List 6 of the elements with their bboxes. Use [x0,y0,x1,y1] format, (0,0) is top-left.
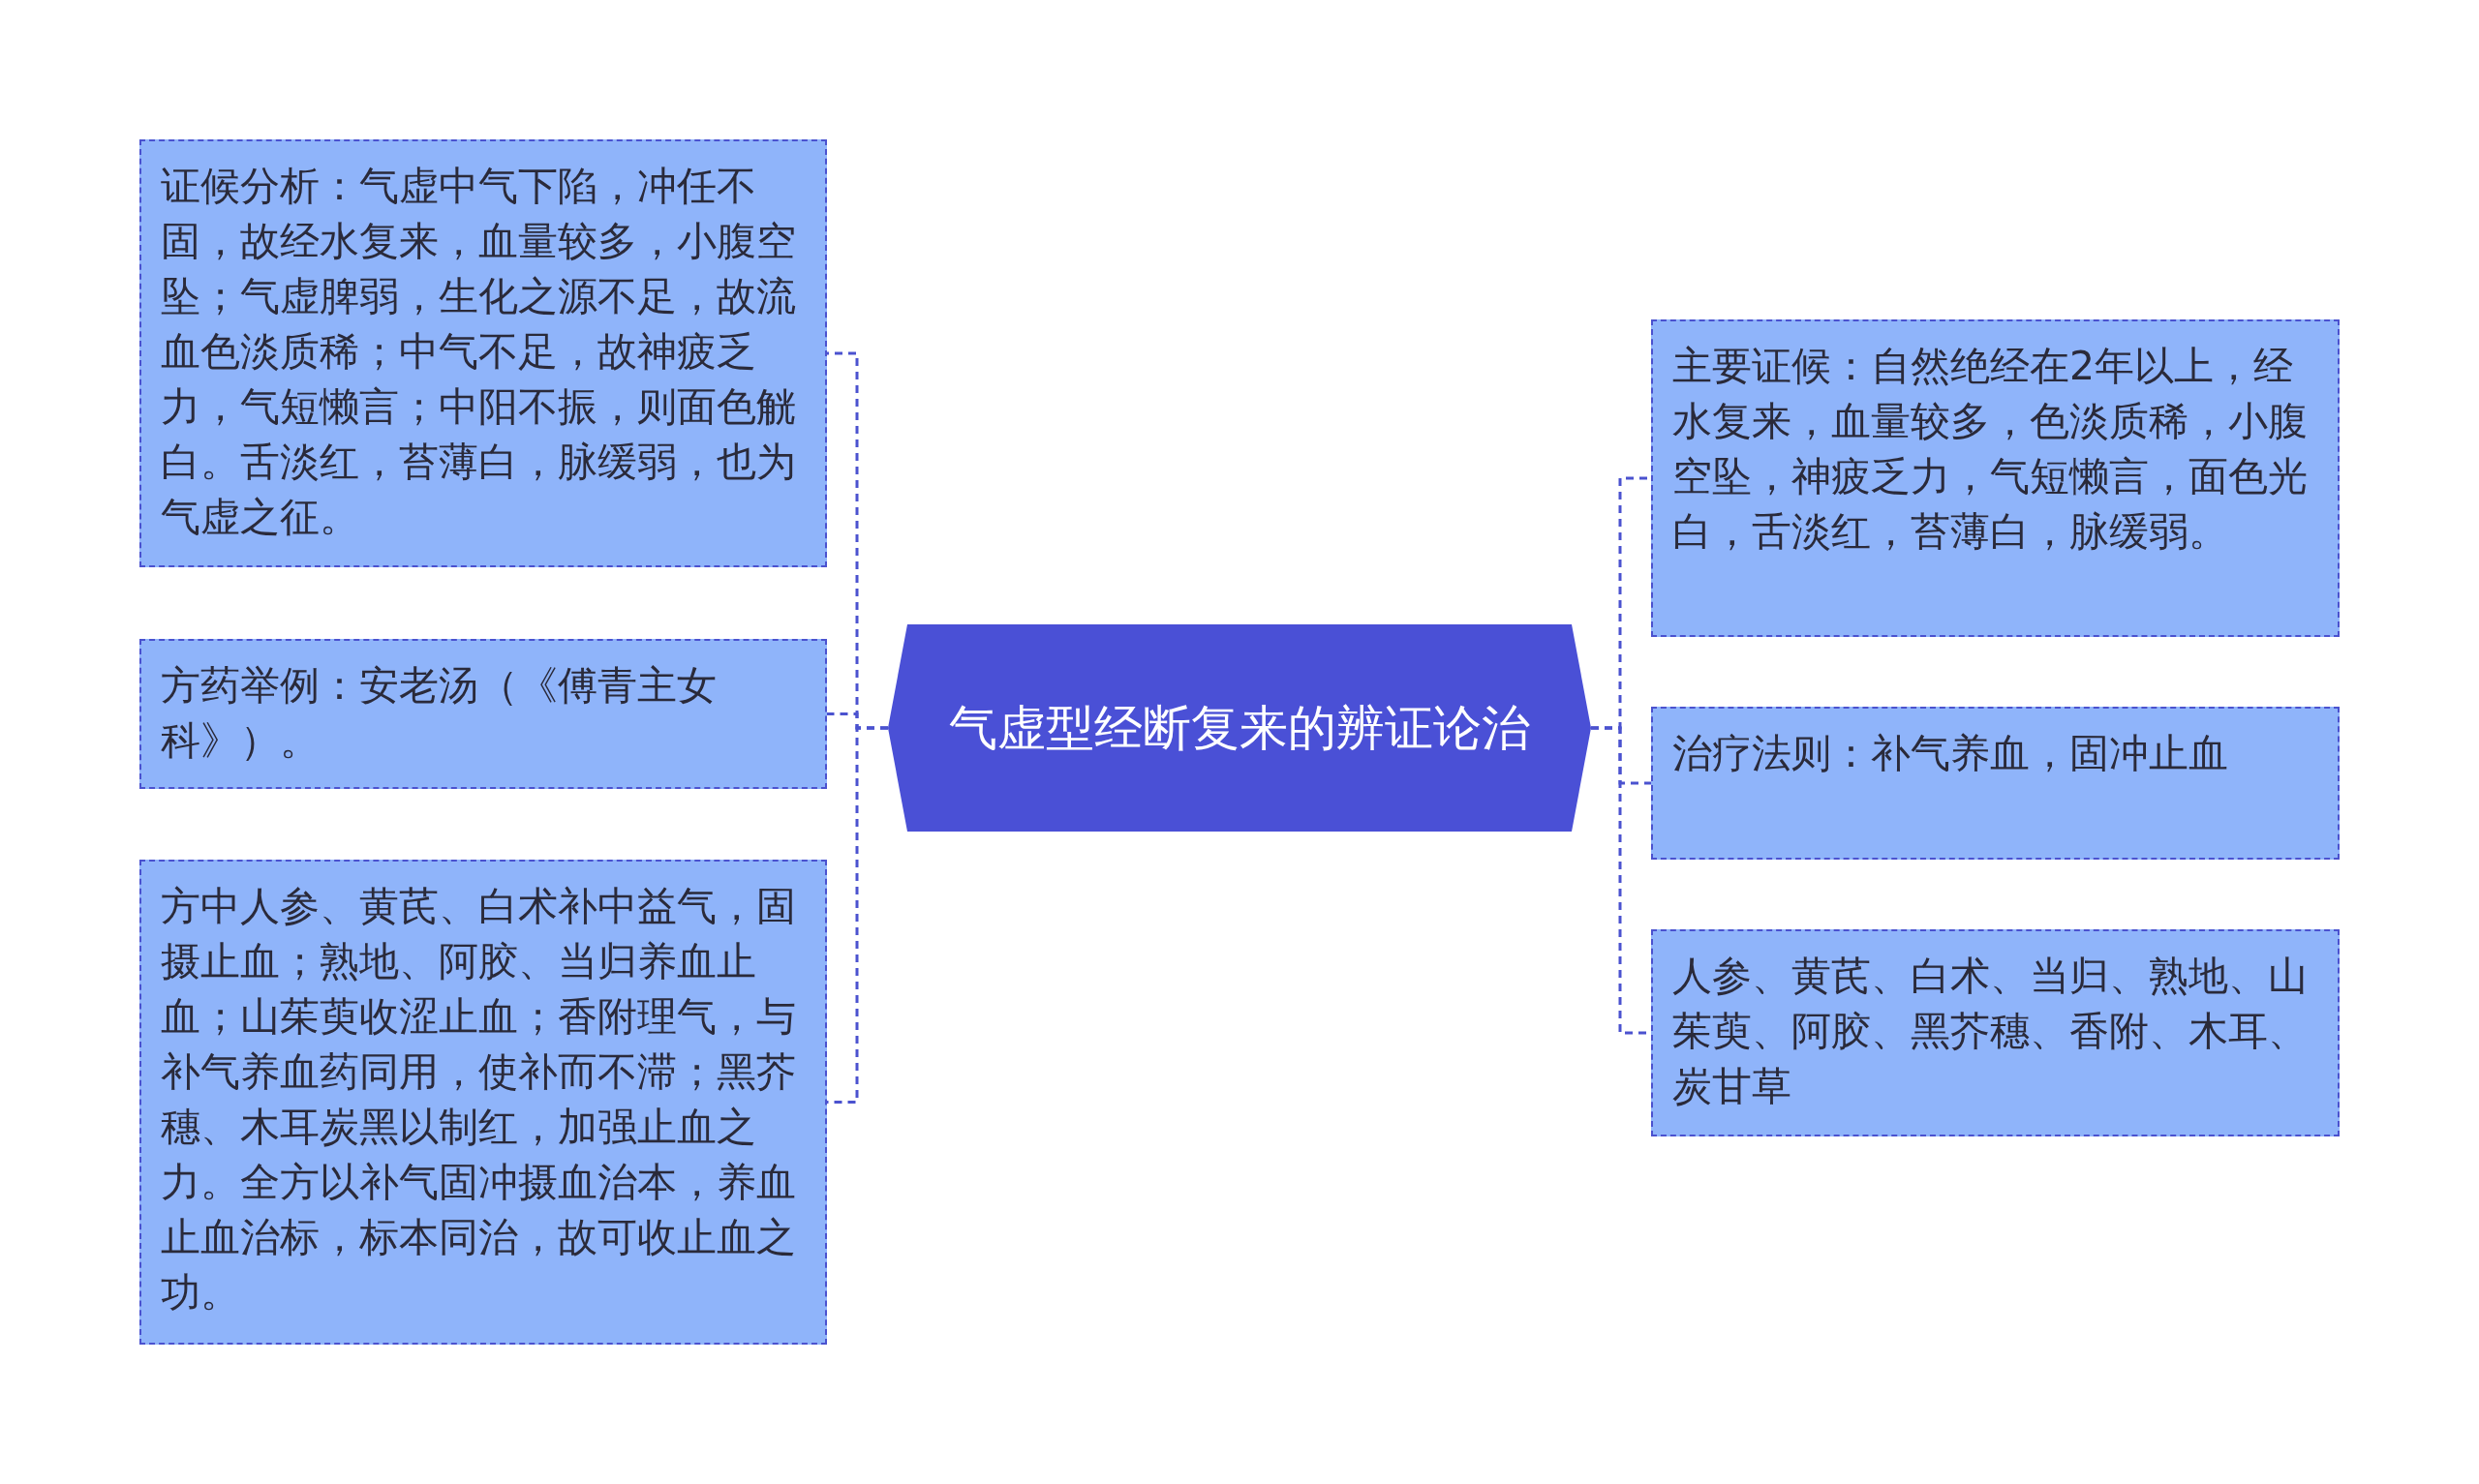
text-box: 人参、黄芪、白术、当归、熟地、山茱萸、阿胶、黑芥穗、香附、木耳、炭甘草 [1651,929,2340,1136]
text-box: 方中人参、黄芪、白术补中益气，固摄止血；熟地、阿胶、当归养血止血；山茱萸收涩止血；香附理气，与补气养血药同用，使补而不滞；黑芥穗、木耳炭黑以制红，加强止血之力。全方以补气固冲摄血治本，养血止血治标，标本同治，故可收止血之功。 [139,860,827,1345]
text-box: 治疗法则：补气养血，固冲止血 [1651,707,2340,860]
text-box: 方药举例：安老汤（《傅青主女科》）。 [139,639,827,789]
text-box: 主要证候：自然绝经在2年以上，经水复来，血量较多，色淡质稀，小腹空坠，神疲乏力，气短懒言，面色光白，舌淡红，苔薄白，脉缓弱。 [1651,319,2340,637]
text-box: 证候分析：气虚中气下陷，冲任不固，故经水复来，血量较多，小腹空坠；气虚脾弱，生化之源不足，故流血色淡质稀；中气不足，故神疲乏力，气短懒言；中阳不振，则面色觥白。舌淡红，苔薄白，脉缓弱，也为气虚之征。 [139,139,827,567]
